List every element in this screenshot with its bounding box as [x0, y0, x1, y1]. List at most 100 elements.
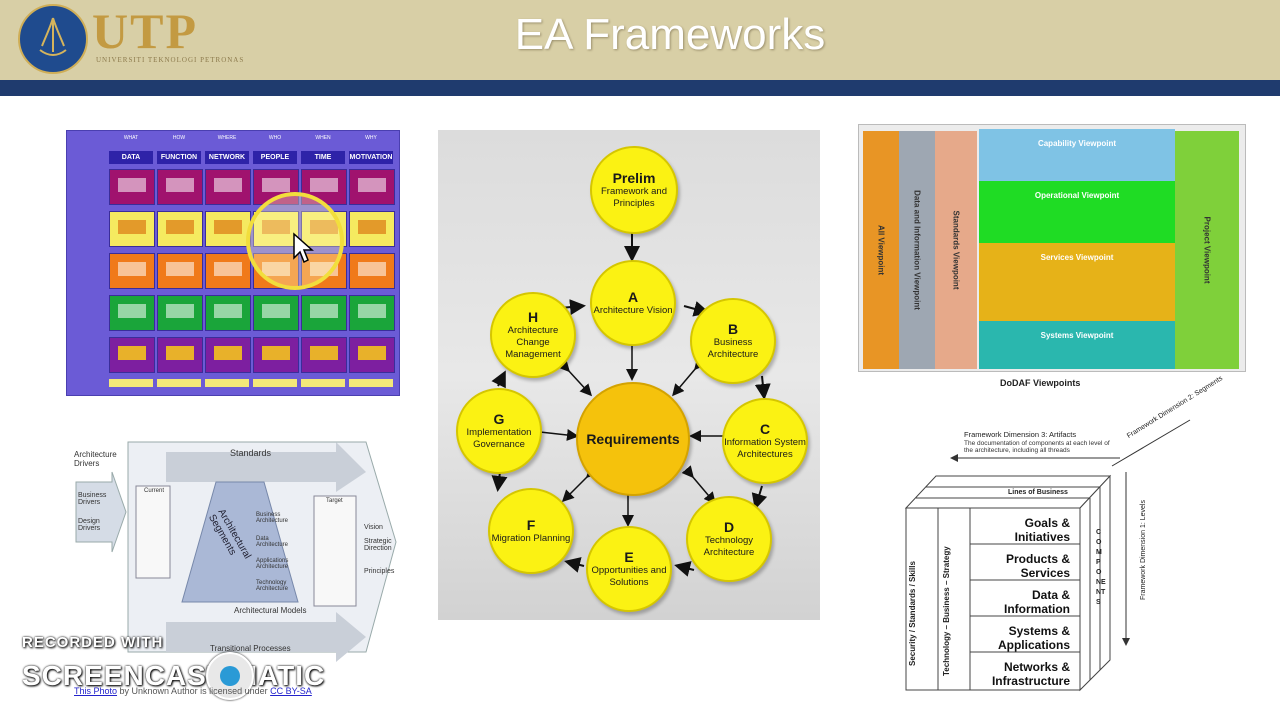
- dodaf-data-viewpoint: Data and Information Viewpoint: [899, 131, 935, 369]
- zachman-cell-icon: [118, 304, 146, 318]
- zachman-cell-icon: [118, 346, 146, 360]
- togaf-node-c: C Information System Architectures: [722, 398, 808, 484]
- togaf-node-a: A Architecture Vision: [590, 260, 676, 346]
- zachman-cell-icon: [358, 220, 386, 234]
- togaf-node-e: E Opportunities and Solutions: [586, 526, 672, 612]
- zachman-footer-strip: [157, 379, 201, 387]
- dodaf-standards-viewpoint: Standards Viewpoint: [935, 131, 977, 369]
- screencast-logo-icon: [206, 652, 254, 700]
- zachman-cell-icon: [310, 178, 338, 192]
- photo-credit: This Photo by Unknown Author is licensed…: [74, 686, 312, 696]
- zachman-top-label: WHEN: [315, 135, 331, 141]
- zachman-cell-icon: [214, 220, 242, 234]
- zachman-cell-icon: [118, 178, 146, 192]
- zachman-cell-icon: [118, 262, 146, 276]
- zachman-footer-strip: [109, 379, 153, 387]
- node-name: Architecture Vision: [593, 305, 673, 316]
- zachman-cell-icon: [166, 262, 194, 276]
- cube-artifacts-desc: The documentation of components at each …: [964, 440, 1110, 454]
- feaf-transitional-label: Transitional Processes: [210, 644, 291, 653]
- zachman-cell: [157, 337, 203, 373]
- dodaf-services-block: Services Viewpoint: [979, 243, 1175, 321]
- zachman-cell: [205, 253, 251, 289]
- zachman-cell-icon: [166, 304, 194, 318]
- zachman-cell: [349, 211, 395, 247]
- utp-logo-text: UTP: [92, 3, 198, 59]
- node-letter: H: [527, 309, 539, 325]
- feaf-business-drivers: Business Drivers: [78, 492, 107, 506]
- header-bar: [0, 0, 1280, 80]
- zachman-top-label: HOW: [172, 135, 186, 141]
- cube-row: Systems & Applications: [997, 624, 1070, 652]
- license-link[interactable]: CC BY-SA: [270, 686, 312, 696]
- cube-side1-label: Security / Standards / Skills: [908, 561, 917, 666]
- zachman-footer-strip: [253, 379, 297, 387]
- feaf-layer-label: Data Architecture: [256, 536, 289, 548]
- cube-components-label: COMPONENTS: [1096, 529, 1106, 606]
- zachman-cell: [157, 169, 203, 205]
- node-name: Migration Planning: [491, 533, 571, 544]
- zachman-cell: [301, 169, 347, 205]
- cube-artifacts-label: Framework Dimension 3: Artifacts: [964, 430, 1077, 439]
- node-name: Opportunities and Solutions: [591, 565, 667, 588]
- feaf-diagram: Architecture Drivers Business Drivers De…: [66, 432, 412, 668]
- dodaf-systems-block: Systems Viewpoint: [979, 321, 1175, 369]
- togaf-center-requirements: Requirements: [576, 382, 690, 496]
- node-name: Architecture Change Management: [505, 325, 561, 360]
- dodaf-operational-block: Operational Viewpoint: [979, 181, 1175, 243]
- feaf-design-drivers: Design Drivers: [78, 518, 101, 532]
- zachman-cell-icon: [214, 346, 242, 360]
- feaf-models-label: Architectural Models: [234, 606, 307, 615]
- zachman-cell: [349, 253, 395, 289]
- feaf-strategic-label: Strategic Direction: [364, 538, 392, 552]
- dodaf-caption: DoDAF Viewpoints: [1000, 378, 1081, 388]
- zachman-column-header: MOTIVATION: [349, 151, 393, 164]
- cube-shapes: [904, 419, 1191, 692]
- zachman-top-label: WHERE: [217, 135, 237, 141]
- zachman-cell: [109, 169, 155, 205]
- zachman-cell: [301, 295, 347, 331]
- node-letter: D: [723, 519, 735, 535]
- zachman-top-label: WHO: [268, 135, 282, 141]
- zachman-cell: [253, 337, 299, 373]
- togaf-node-d: D Technology Architecture: [686, 496, 772, 582]
- zachman-cell: [349, 169, 395, 205]
- zachman-cell-icon: [310, 346, 338, 360]
- dodaf-viewpoints-image: All Viewpoint Data and Information Viewp…: [858, 124, 1246, 372]
- screencast-watermark-line1: RECORDED WITH: [22, 634, 164, 651]
- cube-levels-label: Framework Dimension 1: Levels: [1140, 500, 1147, 600]
- credit-text: by Unknown Author is licensed under: [117, 686, 271, 696]
- feaf-principles-label: Principles: [364, 568, 395, 575]
- zachman-column-header: NETWORK: [205, 151, 249, 164]
- node-name: Information System Architectures: [724, 437, 806, 460]
- zachman-footer-strip: [205, 379, 249, 387]
- zachman-cell-icon: [166, 178, 194, 192]
- zachman-cell: [109, 253, 155, 289]
- zachman-cell-icon: [262, 178, 290, 192]
- node-letter: E: [624, 549, 634, 565]
- feaf-current-label: Current: [144, 488, 165, 494]
- node-letter: Prelim: [612, 170, 656, 186]
- feaf-standards-label: Standards: [230, 448, 272, 458]
- zachman-cell-icon: [166, 220, 194, 234]
- utp-logo-subtitle: UNIVERSITI TEKNOLOGI PETRONAS: [96, 56, 245, 64]
- feaf-drivers-label: Architecture Drivers: [74, 450, 117, 468]
- node-letter: F: [526, 517, 536, 533]
- zachman-cell-icon: [358, 262, 386, 276]
- dodaf-capability-block: Capability Viewpoint: [979, 129, 1175, 181]
- togaf-adm-diagram: Prelim Framework and Principles A Archit…: [438, 130, 820, 620]
- zachman-top-label: WHY: [365, 135, 377, 141]
- photo-link[interactable]: This Photo: [74, 686, 118, 696]
- utp-logo-emblem-icon: [18, 4, 88, 74]
- zachman-cell: [109, 337, 155, 373]
- zachman-footer-strip: [301, 379, 345, 387]
- feaf-layer-label: Applications Architecture: [256, 558, 289, 570]
- zachman-cell: [205, 211, 251, 247]
- feaf-layer-label: Business Architecture: [256, 512, 289, 524]
- ea3-cube-diagram: Framework Dimension 3: Artifacts The doc…: [900, 375, 1230, 700]
- zachman-cell-icon: [118, 220, 146, 234]
- zachman-cell: [157, 211, 203, 247]
- header-band: [0, 80, 1280, 96]
- zachman-cell-icon: [358, 178, 386, 192]
- togaf-node-b: B Business Architecture: [690, 298, 776, 384]
